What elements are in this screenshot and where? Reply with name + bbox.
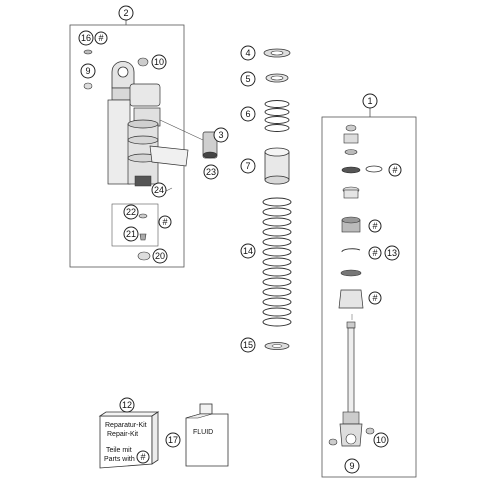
callout-2: 2: [118, 5, 134, 21]
damper-internals: [328, 124, 383, 447]
callout-1: 1: [362, 93, 378, 109]
svg-text:22: 22: [126, 207, 136, 217]
shock-absorber-assembly: [107, 61, 189, 187]
svg-text:5: 5: [245, 74, 250, 84]
callout-6: 6: [240, 106, 256, 122]
svg-text:10: 10: [376, 435, 386, 445]
callout-4: 4: [240, 45, 256, 61]
svg-text:2: 2: [123, 8, 128, 18]
svg-text:#: #: [98, 33, 103, 43]
callout-5: 5: [240, 71, 256, 87]
callout-16: 16: [78, 30, 94, 46]
svg-text:#: #: [140, 452, 145, 462]
callout-10-bottom: 10: [373, 432, 389, 448]
svg-text:6: 6: [245, 109, 250, 119]
spring-stack: [262, 48, 292, 350]
callout-24: 24: [151, 182, 167, 198]
svg-text:3: 3: [218, 130, 223, 140]
svg-text:9: 9: [85, 66, 90, 76]
callout-15: 15: [240, 337, 256, 353]
svg-text:#: #: [372, 248, 377, 258]
callout-14: 14: [240, 243, 256, 259]
callout-21: 21: [123, 226, 139, 242]
callout-3: 3: [213, 127, 229, 143]
repair-kit-line-4: Parts with: [104, 456, 135, 463]
svg-text:12: 12: [122, 400, 132, 410]
fluid-bottle: FLUID: [185, 403, 229, 467]
small-parts-group-2: [83, 49, 173, 261]
svg-text:17: 17: [168, 435, 178, 445]
svg-text:15: 15: [243, 340, 253, 350]
repair-kit-box: Reparatur-Kit Repair-Kit Teile mit Parts…: [98, 411, 160, 469]
callout-10-top: 10: [151, 54, 167, 70]
callout-16-hash: #: [94, 31, 108, 45]
svg-text:7: 7: [245, 161, 250, 171]
svg-text:9: 9: [349, 461, 354, 471]
repair-kit-line-3: Teile mit: [106, 447, 132, 454]
svg-text:20: 20: [155, 251, 165, 261]
callout-9-bottom: 9: [344, 458, 360, 474]
callout-22-hash: #: [158, 215, 172, 229]
svg-text:4: 4: [245, 48, 250, 58]
callout-hash-3: #: [368, 246, 382, 260]
damper-group-frame: [321, 116, 417, 478]
svg-text:16: 16: [81, 33, 91, 43]
svg-text:#: #: [372, 293, 377, 303]
svg-text:21: 21: [126, 229, 136, 239]
reservoir-cap: [159, 119, 218, 159]
repair-kit-line-1: Reparatur-Kit: [105, 422, 147, 429]
svg-text:#: #: [162, 217, 167, 227]
callout-13: 13: [384, 245, 400, 261]
callout-17: 17: [165, 432, 181, 448]
callout-22: 22: [123, 204, 139, 220]
repair-kit-hash: #: [136, 450, 150, 464]
svg-text:24: 24: [154, 185, 164, 195]
callout-23: 23: [203, 164, 219, 180]
callout-12: 12: [119, 397, 135, 413]
callout-hash-4: #: [368, 291, 382, 305]
shock-absorber-group-frame: [69, 24, 185, 268]
callout-hash-2: #: [368, 219, 382, 233]
repair-kit-line-2: Repair-Kit: [107, 431, 138, 438]
callout-9-top: 9: [80, 63, 96, 79]
callout-20: 20: [152, 248, 168, 264]
svg-text:13: 13: [387, 248, 397, 258]
svg-text:#: #: [372, 221, 377, 231]
svg-text:23: 23: [206, 167, 216, 177]
svg-text:#: #: [392, 165, 397, 175]
svg-text:14: 14: [243, 246, 253, 256]
svg-text:10: 10: [154, 57, 164, 67]
callout-hash-1: #: [388, 163, 402, 177]
fluid-label: FLUID: [193, 429, 213, 436]
callout-7: 7: [240, 158, 256, 174]
svg-text:1: 1: [367, 96, 372, 106]
